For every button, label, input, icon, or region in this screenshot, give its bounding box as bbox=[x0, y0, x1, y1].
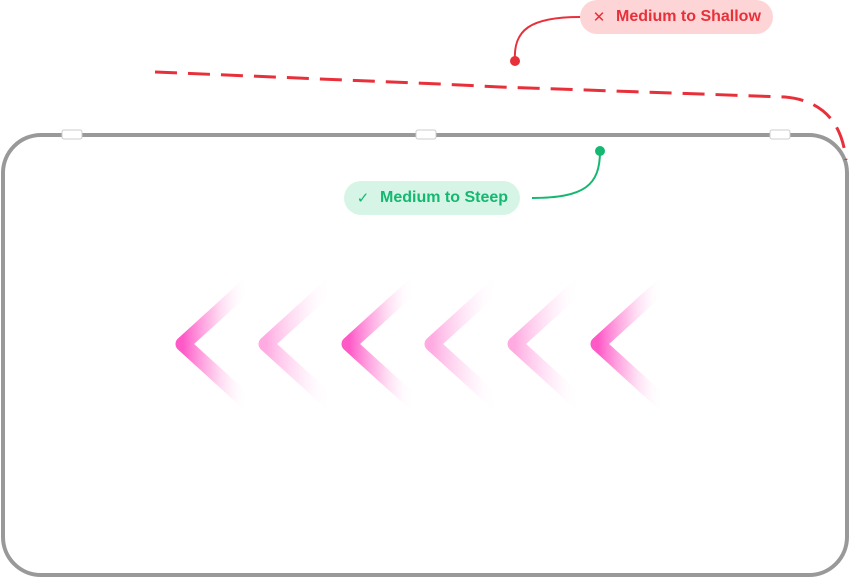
annotation-medium-to-steep: ✓ Medium to Steep bbox=[344, 181, 521, 215]
annotation-label-bad: Medium to Shallow bbox=[616, 8, 761, 25]
shallow-curve bbox=[154, 70, 848, 161]
close-icon: ✕ bbox=[592, 9, 606, 26]
chevron-row bbox=[175, 277, 671, 411]
card-handle-center bbox=[415, 129, 437, 140]
annotation-medium-to-shallow: ✕ Medium to Shallow bbox=[580, 0, 773, 34]
card-handle-right bbox=[769, 129, 791, 140]
good-anchor-dot bbox=[595, 146, 605, 156]
card-handle-left bbox=[61, 129, 83, 140]
card-handles bbox=[61, 129, 791, 140]
chevron-icon bbox=[258, 277, 339, 411]
chevron-icon bbox=[175, 277, 256, 411]
good-connector bbox=[531, 150, 601, 199]
chevron-icon bbox=[590, 277, 671, 411]
check-icon: ✓ bbox=[356, 190, 370, 207]
bad-anchor-dot bbox=[510, 56, 520, 66]
bad-connector bbox=[513, 16, 581, 62]
chevron-icon bbox=[424, 277, 505, 411]
chevron-icon bbox=[341, 277, 422, 411]
annotation-label-good: Medium to Steep bbox=[380, 189, 509, 206]
chevron-icon bbox=[507, 277, 588, 411]
